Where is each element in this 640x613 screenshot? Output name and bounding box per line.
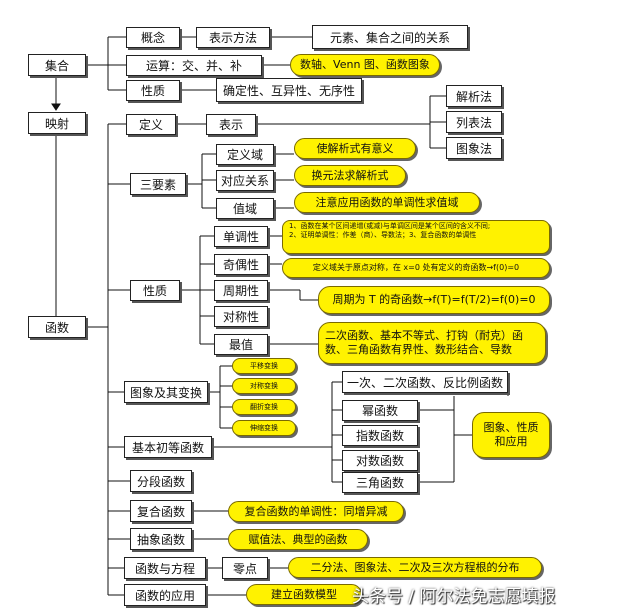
note-zero-point: 二分法、图象法、二次及三次方程根的分布 <box>288 557 542 578</box>
node-monotonicity: 单调性 <box>214 226 268 247</box>
node-set-properties: 性质 <box>126 80 180 101</box>
node-set-property-list: 确定性、互异性、无序性 <box>216 78 362 102</box>
note-monotonicity-line-1: 1、函数在某个区间递增(或减)与单调区间是某个区间的含义不同; <box>289 222 491 230</box>
node-analytic-method: 解析法 <box>446 85 502 107</box>
node-set-operations: 运算：交、并、补 <box>126 55 262 76</box>
node-function-properties: 性质 <box>130 280 180 301</box>
node-function-equation: 函数与方程 <box>124 557 206 579</box>
note-extrema: 二次函数、基本不等式、打钩（耐克）函数、三角函数有界性、数形结合、导数 <box>318 322 546 364</box>
note-domain: 使解析式有意义 <box>294 138 416 159</box>
node-logarithmic-function: 对数函数 <box>342 450 418 471</box>
node-parity: 奇偶性 <box>214 254 268 275</box>
node-correspondence: 对应关系 <box>216 170 274 191</box>
node-function-application: 函数的应用 <box>124 584 206 606</box>
node-graph-method: 图象法 <box>446 137 502 159</box>
node-set: 集合 <box>28 54 86 76</box>
node-range: 值域 <box>216 198 274 219</box>
node-extrema: 最值 <box>214 334 268 355</box>
node-piecewise-function: 分段函数 <box>130 470 192 492</box>
note-translation: 平移变换 <box>232 358 296 374</box>
watermark-text: 头条号 / 阿尔法免志愿填报 <box>352 587 556 607</box>
node-zero-point: 零点 <box>222 557 268 579</box>
node-composite-function: 复合函数 <box>130 500 192 522</box>
note-scaling: 伸缩变换 <box>232 420 296 436</box>
note-application: 建立函数模型 <box>246 584 362 605</box>
node-graph-transform: 图象及其变换 <box>124 381 208 403</box>
node-symmetry: 对称性 <box>214 306 268 327</box>
node-abstract-function: 抽象函数 <box>130 528 192 550</box>
node-function: 函数 <box>28 316 86 338</box>
note-monotonicity-line-2: 2、证明单调性：作差（商）、导数法；3、复合函数的单调性 <box>289 230 477 239</box>
node-representation-method: 表示方法 <box>196 27 270 48</box>
node-domain: 定义域 <box>216 144 274 165</box>
note-folding: 翻折变换 <box>232 399 296 415</box>
node-definition: 定义 <box>126 114 176 135</box>
note-reflection: 对称变换 <box>232 378 296 394</box>
node-three-elements: 三要素 <box>130 173 186 195</box>
node-trigonometric-function: 三角函数 <box>342 472 418 493</box>
node-basic-functions: 基本初等函数 <box>124 436 212 458</box>
note-monotonicity: 1、函数在某个区间递增(或减)与单调区间是某个区间的含义不同; 2、证明单调性：… <box>282 220 550 254</box>
node-linear-quadratic: 一次、二次函数、反比例函数 <box>342 371 508 393</box>
node-representation: 表示 <box>206 114 256 135</box>
note-composite: 复合函数的单调性：同增异减 <box>228 501 404 522</box>
node-table-method: 列表法 <box>446 111 502 133</box>
note-abstract: 赋值法、典型的函数 <box>228 529 368 550</box>
note-parity: 定义域关于原点对称，在 x=0 处有定义的奇函数→f(0)=0 <box>282 258 550 278</box>
node-element-relations: 元素、集合之间的关系 <box>312 25 468 49</box>
note-graph-properties: 图象、性质和应用 <box>472 412 550 458</box>
note-range: 注意应用函数的单调性求值域 <box>294 192 480 213</box>
note-number-line-venn: 数轴、Venn 图、函数图象 <box>290 54 440 76</box>
node-power-function: 幂函数 <box>342 400 418 421</box>
node-exponential-function: 指数函数 <box>342 425 418 446</box>
node-set-concept: 概念 <box>126 27 180 48</box>
node-periodicity: 周期性 <box>214 280 268 301</box>
note-correspondence: 换元法求解析式 <box>294 165 406 186</box>
note-periodicity: 周期为 T 的奇函数→f(T)=f(T/2)=f(0)=0 <box>318 286 550 314</box>
node-mapping: 映射 <box>28 112 86 134</box>
